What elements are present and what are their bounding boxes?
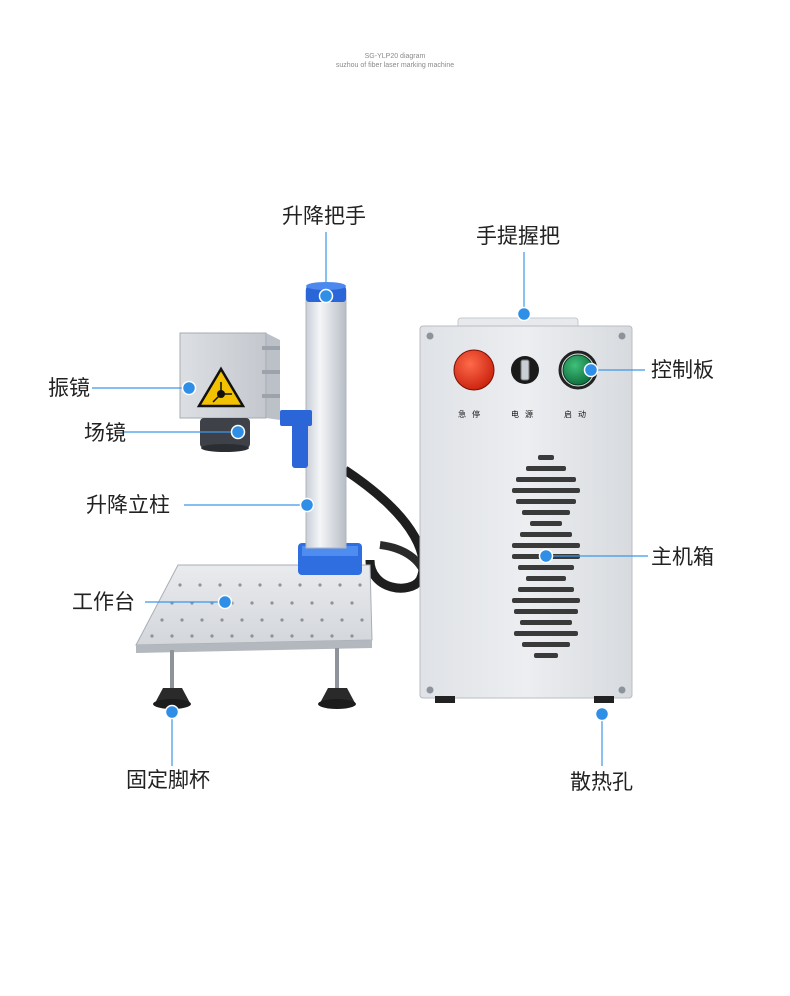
marker-carry-handle [516, 306, 532, 322]
marker-main-cabinet [538, 548, 554, 564]
marker-control-panel [583, 362, 599, 378]
marker-worktable [217, 594, 233, 610]
label-lift-column: 升降立柱 [86, 493, 170, 517]
label-main-cabinet: 主机箱 [651, 545, 714, 569]
label-field-lens: 场镜 [84, 421, 126, 445]
label-lift-handle: 升降把手 [282, 204, 366, 228]
panel-label-start: 启动 [564, 410, 592, 419]
marker-feet [164, 704, 180, 720]
marker-lift-column [299, 497, 315, 513]
label-feet: 固定脚杯 [126, 768, 210, 792]
caption-line-1: SG-YLP20 diagram [364, 53, 426, 60]
label-galvo: 振镜 [48, 376, 90, 400]
key-switch [520, 359, 530, 381]
marker-lift-handle [318, 288, 334, 304]
label-carry-handle: 手提握把 [476, 224, 560, 248]
label-vents: 散热孔 [570, 770, 633, 794]
marker-vents [594, 706, 610, 722]
table-holes [150, 583, 364, 638]
foot-left [155, 688, 190, 703]
leader-lines [92, 232, 648, 766]
panel-label-power: 电源 [511, 410, 539, 419]
foot-right [320, 688, 355, 703]
emergency-stop-button [453, 349, 495, 391]
label-control-panel: 控制板 [651, 358, 714, 382]
worktable-body [135, 564, 373, 709]
marker-field-lens [230, 424, 246, 440]
label-worktable: 工作台 [72, 590, 135, 614]
marker-galvo [181, 380, 197, 396]
vent-slots [512, 455, 580, 658]
laser-head [179, 332, 280, 452]
panel-label-estop: 急停 [458, 410, 486, 419]
caption-line-2: suzhou of fiber laser marking machine [335, 62, 455, 69]
